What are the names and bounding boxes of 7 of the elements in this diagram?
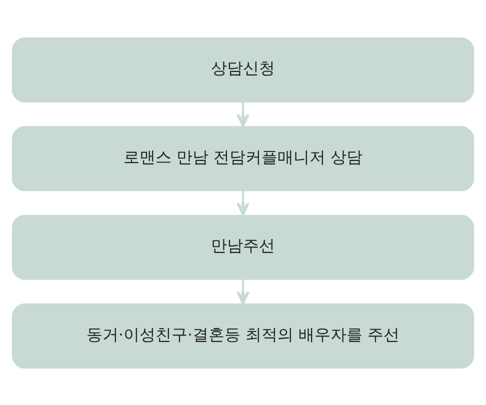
- node-box: 상담신청: [12, 36, 474, 102]
- arrow: [236, 279, 250, 304]
- node-box: 만남주선: [12, 214, 474, 280]
- arrow: [236, 102, 250, 127]
- node-box: 동거·이성친구·결혼등 최적의 배우자를 주선: [12, 303, 474, 368]
- arrow: [236, 190, 250, 216]
- node-box: 로맨스 만남 전담커플매니저 상담: [12, 126, 474, 191]
